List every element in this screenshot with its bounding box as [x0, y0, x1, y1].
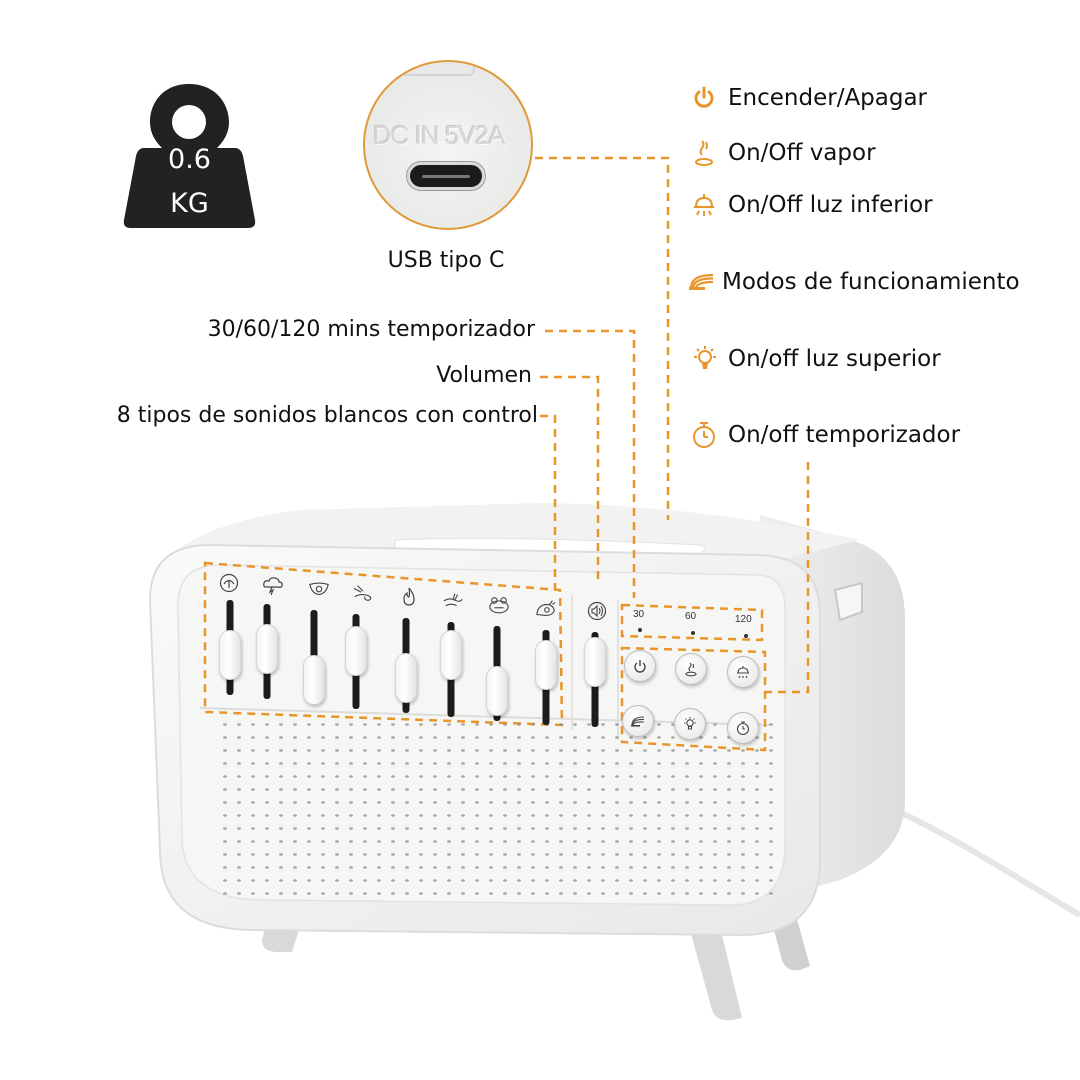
sound-slider-4[interactable]	[341, 614, 371, 714]
modes-button[interactable]	[622, 705, 654, 737]
bulb-icon	[690, 345, 718, 373]
sound-slider-3[interactable]	[299, 610, 329, 710]
modes-rainbow-icon	[631, 716, 645, 727]
upper-light-button[interactable]	[674, 708, 706, 740]
callout-lower-light: On/Off luz inferior	[690, 191, 933, 219]
steam-icon	[685, 662, 697, 677]
bulb-icon	[684, 717, 696, 730]
power-button[interactable]	[624, 650, 656, 682]
timer-button[interactable]	[727, 712, 759, 744]
dc-in-marking: DC IN 5V2A	[373, 120, 506, 150]
weight-value: 0.6	[168, 144, 211, 175]
callout-sounds-label: 8 tipos de sonidos blancos con control	[116, 403, 538, 428]
usb-label: USB tipo C	[387, 248, 505, 273]
front-left-leg	[262, 890, 310, 952]
steam-icon	[690, 139, 718, 167]
weight-unit: KG	[170, 188, 209, 219]
callout-modes-label: Modos de funcionamiento	[722, 269, 1020, 295]
bird-icon	[535, 598, 557, 620]
sound-slider-2[interactable]	[252, 604, 282, 704]
kettlebell-weight-icon	[123, 84, 256, 228]
callout-power: Encender/Apagar	[690, 84, 927, 112]
device-top	[170, 503, 860, 575]
usb-c-port	[407, 162, 485, 190]
lower-light-icon	[690, 191, 718, 219]
timer-option-60: 60	[685, 611, 697, 622]
thunderstorm-icon	[262, 575, 284, 597]
housing-ridge	[375, 62, 475, 76]
device-side	[760, 515, 905, 900]
steam-button[interactable]	[675, 653, 707, 685]
weight-badge: 0.6 KG	[122, 82, 257, 230]
power-icon	[690, 84, 718, 112]
callout-volume-label: Volumen	[436, 363, 532, 388]
speaker-icon	[586, 600, 608, 622]
top-light-slot	[394, 537, 706, 554]
side-handle	[833, 581, 863, 622]
callout-upper-light: On/off luz superior	[690, 345, 941, 373]
timer-icon	[736, 721, 750, 736]
back-right-leg	[770, 912, 810, 971]
frog-icon	[488, 594, 510, 616]
fire-icon	[398, 586, 420, 608]
speaker-grille-dots	[218, 718, 773, 898]
stream-icon	[442, 590, 464, 612]
sound-slider-1[interactable]	[215, 600, 245, 700]
front-right-leg	[690, 930, 742, 1021]
callout-timer-label: 30/60/120 mins temporizador	[207, 317, 535, 342]
sound-slider-5[interactable]	[391, 618, 421, 718]
callout-steam: On/Off vapor	[690, 139, 876, 167]
usb-port-inset: DC IN 5V2A	[363, 60, 533, 230]
timer-led-120	[744, 634, 748, 638]
modes-rainbow-icon	[688, 268, 716, 296]
timer-led-60	[691, 631, 695, 635]
sound-slider-6[interactable]	[436, 622, 466, 722]
callout-timer: On/off temporizador	[690, 421, 960, 449]
callout-steam-label: On/Off vapor	[728, 140, 876, 166]
sound-slider-7[interactable]	[482, 626, 512, 726]
callout-upper-light-label: On/off luz superior	[728, 346, 941, 372]
timer-option-30: 30	[633, 609, 645, 620]
callout-lower-light-label: On/Off luz inferior	[728, 192, 933, 218]
timer-option-120: 120	[735, 614, 752, 625]
callout-power-label: Encender/Apagar	[728, 85, 928, 111]
rain-umbrella-icon	[218, 572, 240, 594]
timer-led-30	[638, 628, 642, 632]
power-icon	[634, 660, 646, 673]
timer-icon	[690, 421, 718, 449]
wind-icon	[352, 582, 374, 604]
volume-slider[interactable]	[580, 632, 610, 732]
lower-light-button[interactable]	[727, 656, 759, 688]
callout-modes: Modos de funcionamiento	[688, 268, 1020, 296]
sound-slider-8[interactable]	[531, 630, 561, 730]
ocean-wave-icon	[308, 578, 330, 600]
lower-light-icon	[737, 666, 749, 679]
callout-timer-label: On/off temporizador	[728, 422, 961, 448]
